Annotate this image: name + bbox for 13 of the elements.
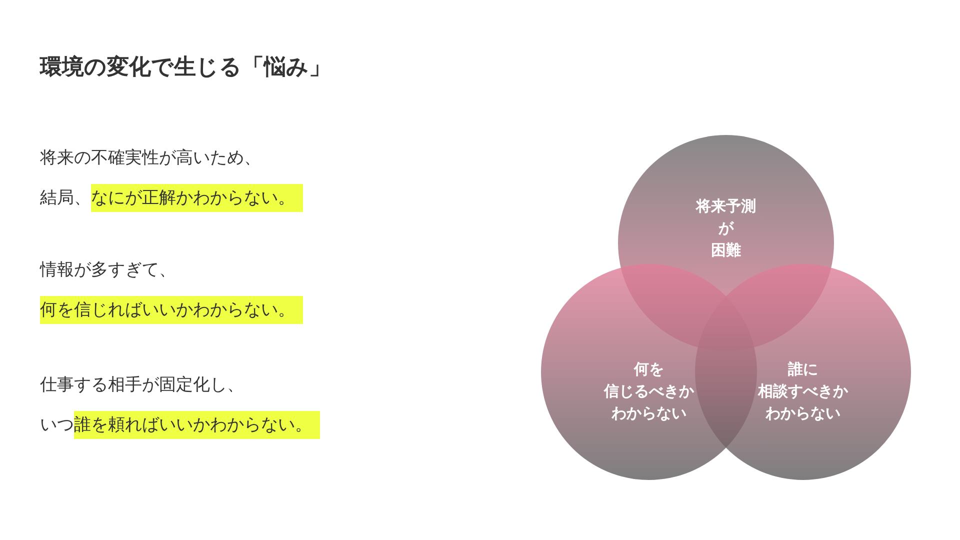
circle-label: 将来予測が困難 bbox=[694, 196, 757, 261]
page-title: 環境の変化で生じる「悩み」 bbox=[40, 54, 331, 82]
circle-label: 何を信じるべきかわからない bbox=[602, 359, 695, 424]
highlighted-text: 何を信じればいいかわからない。 bbox=[40, 296, 303, 324]
body-text: 情報が多すぎて、 bbox=[40, 259, 176, 282]
body-text: いつ bbox=[40, 414, 74, 437]
body-text: 仕事する相手が固定化し、 bbox=[40, 374, 244, 397]
highlighted-text: なにが正解かわからない。 bbox=[91, 184, 303, 212]
body-text: 結局、 bbox=[40, 187, 91, 210]
body-text: 将来の不確実性が高いため、 bbox=[40, 147, 261, 170]
venn-circle bbox=[695, 264, 911, 480]
highlighted-text: 誰を頼ればいいかわからない。 bbox=[74, 411, 320, 439]
circle-label: 誰に相談すべきかわからない bbox=[756, 359, 849, 424]
